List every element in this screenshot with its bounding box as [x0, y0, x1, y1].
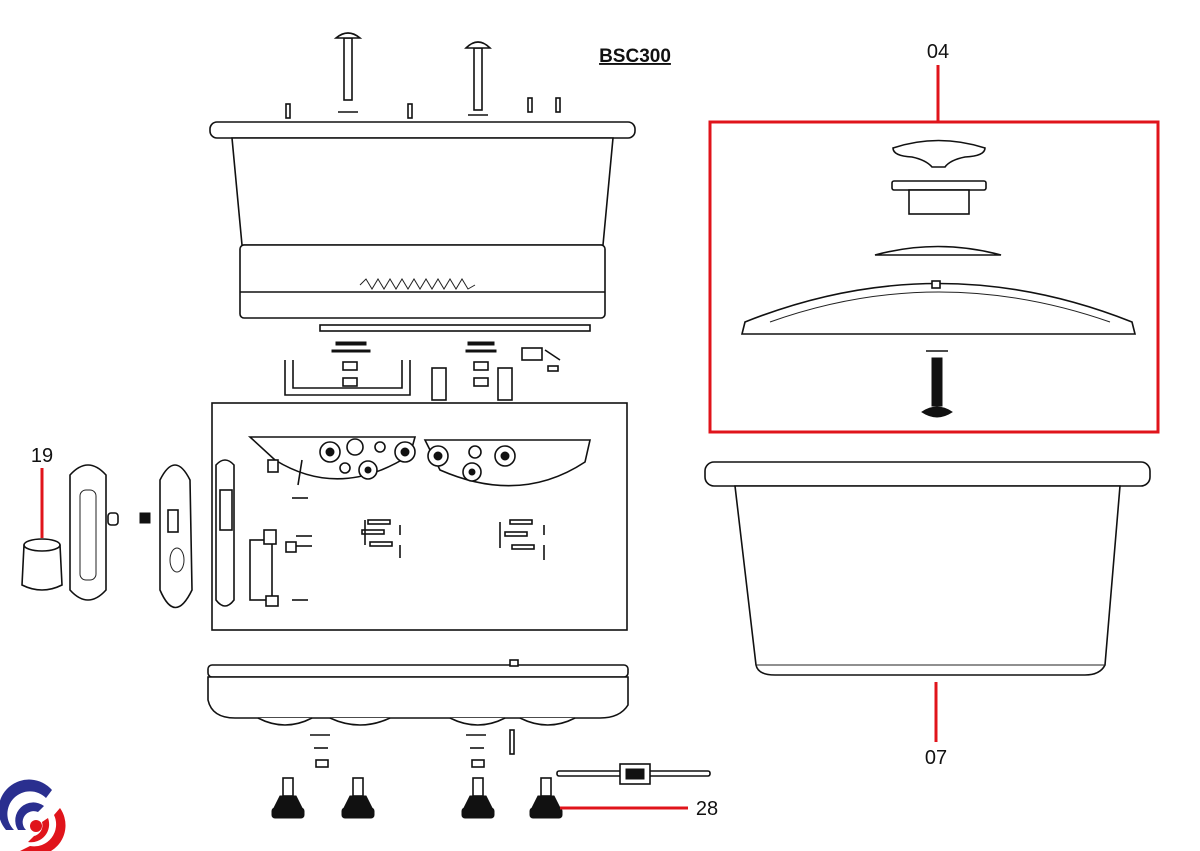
heating-element	[359, 278, 476, 290]
callout-label-04: 04	[927, 41, 949, 63]
callout-label-28: 28	[696, 798, 718, 820]
crock	[704, 461, 1151, 676]
mounting-brackets	[284, 324, 591, 401]
callout-label-19: 19	[31, 445, 53, 467]
model-title: BSC300	[599, 46, 671, 67]
heating-housing	[209, 121, 636, 319]
control-assembly	[211, 402, 628, 631]
callout-label-07: 07	[925, 747, 947, 769]
cord-clip	[556, 763, 711, 785]
feet	[271, 777, 563, 819]
brand-logo	[0, 779, 66, 851]
lid-assembly	[740, 139, 1137, 418]
knob-assembly	[21, 464, 193, 609]
lid-highlight-box	[708, 120, 1160, 434]
top-pins	[285, 32, 561, 119]
base-housing	[207, 659, 629, 768]
